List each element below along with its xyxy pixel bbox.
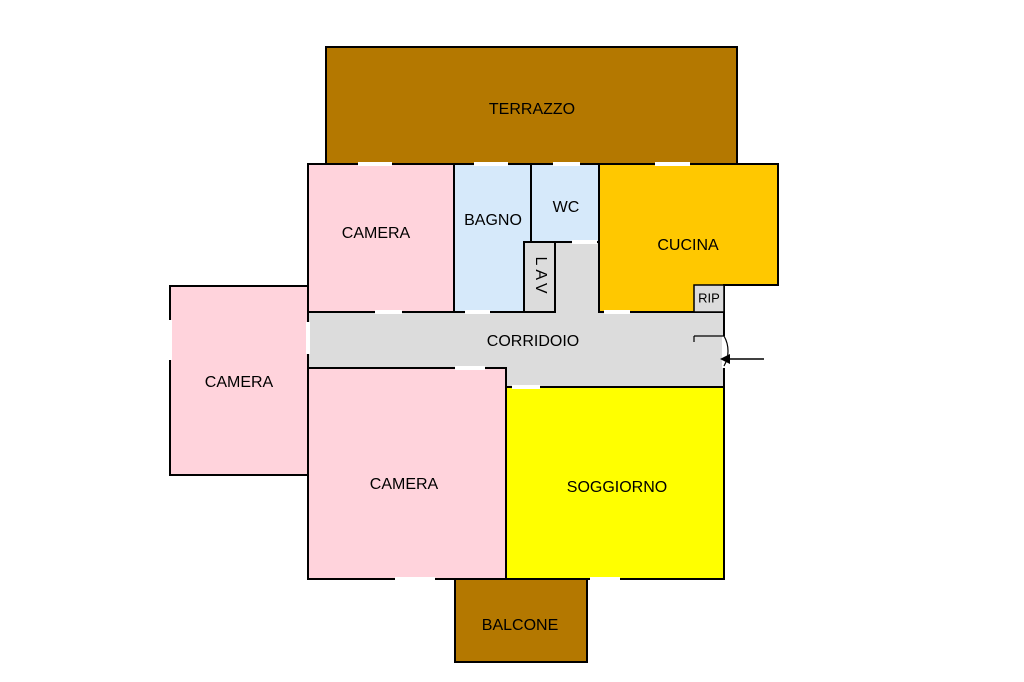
- room-camera-left: CAMERA: [169, 285, 309, 476]
- room-terrazzo: TERRAZZO: [325, 46, 738, 165]
- room-soggiorno: SOGGIORNO: [505, 386, 725, 580]
- room-corridoio: CORRIDOIO: [308, 242, 724, 387]
- room-wc: WC: [530, 163, 600, 243]
- room-label-wc: WC: [553, 199, 580, 216]
- room-label-soggiorno: SOGGIORNO: [567, 479, 667, 496]
- room-label-cucina: CUCINA: [657, 237, 719, 254]
- room-rip: RIP: [693, 284, 725, 313]
- door-openings: [168, 162, 726, 581]
- room-label-camera-left: CAMERA: [205, 374, 274, 391]
- room-lav: LAV: [523, 241, 556, 313]
- room-label-lav: LAV: [532, 256, 549, 297]
- room-label-corridoio: CORRIDOIO: [487, 333, 579, 350]
- room-camera-bottom: CAMERA: [307, 367, 507, 580]
- room-label-terrazzo: TERRAZZO: [489, 101, 575, 118]
- room-label-camera-top: CAMERA: [342, 225, 411, 242]
- room-cucina: CUCINA: [598, 163, 779, 313]
- arrow-left-icon: [720, 354, 764, 364]
- room-balcone: BALCONE: [454, 578, 588, 663]
- room-label-rip: RIP: [698, 290, 720, 305]
- room-label-balcone: BALCONE: [482, 617, 558, 634]
- room-bagno: BAGNO: [453, 163, 532, 313]
- entrance-door: [693, 335, 729, 367]
- room-label-camera-bottom: CAMERA: [370, 476, 439, 493]
- room-label-bagno: BAGNO: [464, 212, 522, 229]
- room-camera-top: CAMERA: [307, 163, 455, 313]
